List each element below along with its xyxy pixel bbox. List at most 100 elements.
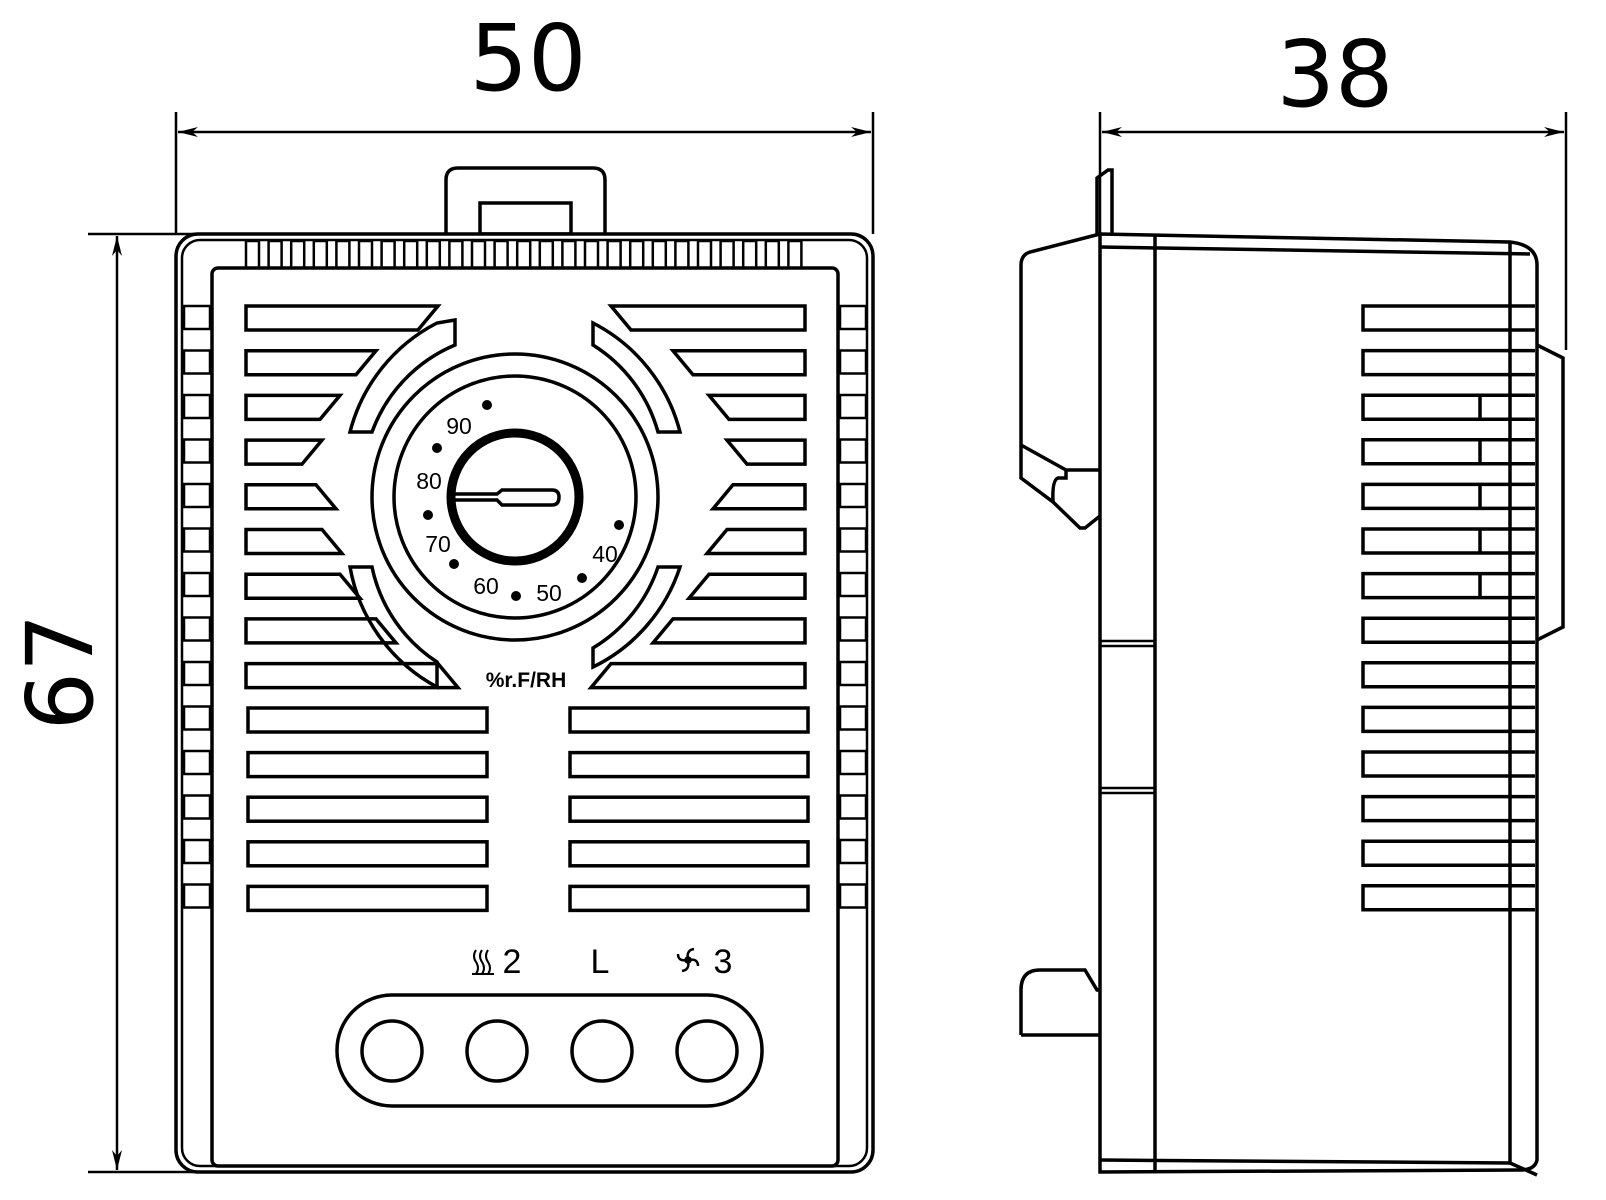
vent-slot-left bbox=[246, 750, 489, 779]
vent-tooth bbox=[515, 239, 532, 270]
vent-tooth bbox=[182, 838, 212, 865]
vent-tooth bbox=[182, 438, 212, 464]
fan-icon bbox=[676, 947, 700, 973]
width-label: 50 bbox=[469, 5, 586, 112]
vent-tooth bbox=[719, 239, 735, 270]
vent-slot-left bbox=[244, 348, 380, 377]
vent-slot-left bbox=[244, 438, 326, 466]
fan-terminal-label: 3 bbox=[714, 943, 733, 981]
vent-slot-left bbox=[244, 483, 340, 511]
vent-slot-left bbox=[244, 527, 346, 556]
top-clip bbox=[444, 166, 607, 234]
vent-tooth bbox=[838, 794, 868, 820]
vent-tooth bbox=[838, 616, 868, 642]
vent-tooth bbox=[764, 239, 781, 270]
side-vent-slot bbox=[1361, 705, 1535, 734]
scale-label-80: 80 bbox=[416, 468, 442, 494]
vent-slot-right bbox=[568, 840, 810, 868]
side-vent-slot bbox=[1361, 438, 1535, 466]
vent-slot-left bbox=[244, 304, 442, 332]
dimension-width: 50 bbox=[174, 5, 875, 234]
vent-tooth bbox=[583, 239, 600, 270]
unit-label: %r.F/RH bbox=[486, 669, 567, 692]
vent-slots bbox=[244, 304, 810, 913]
vent-slot-right bbox=[669, 348, 807, 377]
vent-tooth bbox=[357, 239, 374, 270]
vent-slot-right bbox=[649, 617, 807, 645]
vent-slot-right bbox=[568, 884, 810, 913]
side-vent-slot bbox=[1361, 616, 1535, 644]
vent-tooth bbox=[838, 527, 868, 553]
dial-knob[interactable] bbox=[446, 428, 584, 566]
heater-terminal-label: 2 bbox=[503, 943, 522, 981]
side-vent-slot bbox=[1361, 527, 1535, 555]
vent-tooth bbox=[838, 705, 868, 731]
side-vent-slot bbox=[1361, 884, 1535, 912]
vent-tooth bbox=[182, 527, 212, 553]
vent-tooth bbox=[838, 304, 868, 331]
dimension-height: 67 bbox=[7, 232, 200, 1174]
vent-slot-right bbox=[568, 795, 810, 823]
vent-tooth bbox=[838, 482, 868, 509]
vent-tooth bbox=[267, 239, 283, 270]
vent-slot-left bbox=[246, 795, 489, 823]
vent-tooth bbox=[182, 616, 212, 642]
vent-slot-right bbox=[705, 393, 807, 422]
vent-tooth bbox=[838, 838, 868, 865]
vent-tooth bbox=[838, 349, 868, 375]
vent-slot-right bbox=[685, 572, 807, 600]
vent-tooth bbox=[312, 239, 329, 270]
vent-tooth bbox=[182, 304, 212, 331]
scale-label-40: 40 bbox=[592, 541, 618, 567]
vent-tooth bbox=[838, 749, 868, 776]
side-vent-slot bbox=[1361, 750, 1535, 778]
vent-slot-left bbox=[244, 661, 462, 690]
humidity-dial: 90 80 70 60 50 40 %r.F/RH bbox=[347, 317, 683, 692]
vent-slot-right bbox=[568, 706, 810, 734]
scale-dots bbox=[423, 400, 624, 601]
vent-tooth bbox=[448, 239, 464, 270]
vent-tooth bbox=[787, 239, 803, 270]
vent-slot-left bbox=[246, 884, 489, 913]
vent-tooth bbox=[470, 239, 487, 270]
front-view: 90 80 70 60 50 40 %r.F/RH 2 L 3 bbox=[174, 166, 875, 1174]
vent-tooth bbox=[182, 705, 212, 731]
vent-tooth bbox=[838, 571, 868, 598]
height-label: 67 bbox=[7, 613, 114, 730]
vent-tooth bbox=[538, 239, 555, 270]
side-vent-slots bbox=[1361, 304, 1535, 912]
vent-tooth bbox=[493, 239, 509, 270]
depth-label: 38 bbox=[1276, 21, 1393, 128]
vent-slot-right bbox=[723, 438, 807, 466]
vent-tooth bbox=[425, 239, 442, 270]
vent-slot-right bbox=[568, 750, 810, 779]
vent-slot-right bbox=[607, 304, 807, 332]
side-vent-slot bbox=[1361, 571, 1535, 600]
scale-label-90: 90 bbox=[446, 413, 472, 439]
vent-tooth bbox=[838, 438, 868, 464]
vent-slot-left bbox=[244, 393, 344, 422]
vent-tooth bbox=[244, 239, 261, 270]
vent-tooth bbox=[696, 239, 713, 270]
ventilation-teeth bbox=[182, 239, 868, 909]
vent-tooth bbox=[651, 239, 668, 270]
side-vent-slot bbox=[1361, 839, 1535, 867]
housing-outline bbox=[174, 232, 875, 1174]
vent-tooth bbox=[838, 393, 868, 420]
vent-slot-left bbox=[244, 617, 400, 645]
vent-tooth bbox=[182, 883, 212, 909]
vent-tooth bbox=[182, 660, 212, 687]
side-vent-slot bbox=[1361, 661, 1535, 689]
vent-tooth bbox=[182, 349, 212, 375]
vent-tooth bbox=[335, 239, 351, 270]
side-vent-slot bbox=[1361, 393, 1535, 421]
vent-tooth bbox=[674, 239, 690, 270]
vent-tooth bbox=[628, 239, 645, 270]
vent-slot-left bbox=[246, 706, 489, 734]
scale-label-50: 50 bbox=[536, 580, 562, 606]
vent-tooth bbox=[838, 660, 868, 687]
vent-tooth bbox=[182, 794, 212, 820]
terminal-block: 2 L 3 bbox=[335, 943, 764, 1108]
